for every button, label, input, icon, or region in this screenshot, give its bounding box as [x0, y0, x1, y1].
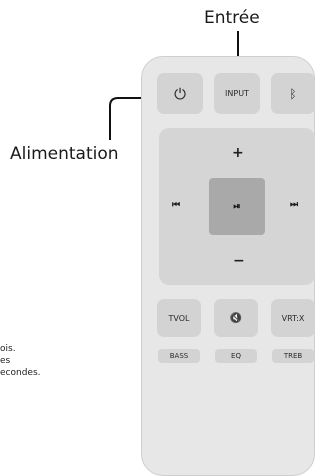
play-pause-icon: ⏯	[233, 201, 241, 211]
bass-label: BASS	[169, 352, 189, 360]
side-note-line-1: ois.	[0, 344, 16, 354]
vrtx-label: VRT:X	[281, 313, 305, 323]
power-icon: ⏻	[174, 84, 186, 103]
input-button-label: INPUT	[225, 89, 249, 98]
transport-pad: + − ⏮ ⏭ ⏯	[159, 128, 315, 285]
play-pause-button[interactable]: ⏯	[209, 178, 265, 235]
next-track-button[interactable]: ⏭	[290, 200, 299, 210]
tvol-label: TVOL	[168, 313, 190, 323]
previous-track-button[interactable]: ⏮	[172, 200, 181, 210]
bluetooth-button[interactable]: ᛒ	[271, 73, 315, 114]
eq-label: EQ	[231, 352, 241, 360]
volume-down-button[interactable]: −	[233, 253, 245, 269]
bass-button[interactable]: BASS	[158, 349, 200, 363]
power-callout-label: Alimentation	[10, 144, 119, 164]
input-button[interactable]: INPUT	[214, 73, 260, 114]
vrtx-button[interactable]: VRT:X	[271, 299, 315, 337]
power-leader-line	[109, 97, 160, 140]
input-callout-label: Entrée	[204, 8, 260, 28]
remote-control-body: ⏻ INPUT ᛒ + − ⏮ ⏭ ⏯ TVOL 🔇 VRT:X BASS EQ…	[141, 56, 315, 476]
treb-label: TREB	[283, 352, 303, 360]
treble-button[interactable]: TREB	[272, 349, 314, 363]
mute-icon: 🔇	[229, 312, 243, 324]
side-note-line-3: econdes.	[0, 368, 41, 378]
power-button[interactable]: ⏻	[157, 73, 203, 114]
eq-button[interactable]: EQ	[215, 349, 257, 363]
volume-up-button[interactable]: +	[232, 145, 244, 161]
side-note-line-2: es	[0, 356, 11, 366]
mute-button[interactable]: 🔇	[214, 299, 258, 337]
bluetooth-icon: ᛒ	[289, 86, 297, 101]
tv-volume-button[interactable]: TVOL	[157, 299, 201, 337]
